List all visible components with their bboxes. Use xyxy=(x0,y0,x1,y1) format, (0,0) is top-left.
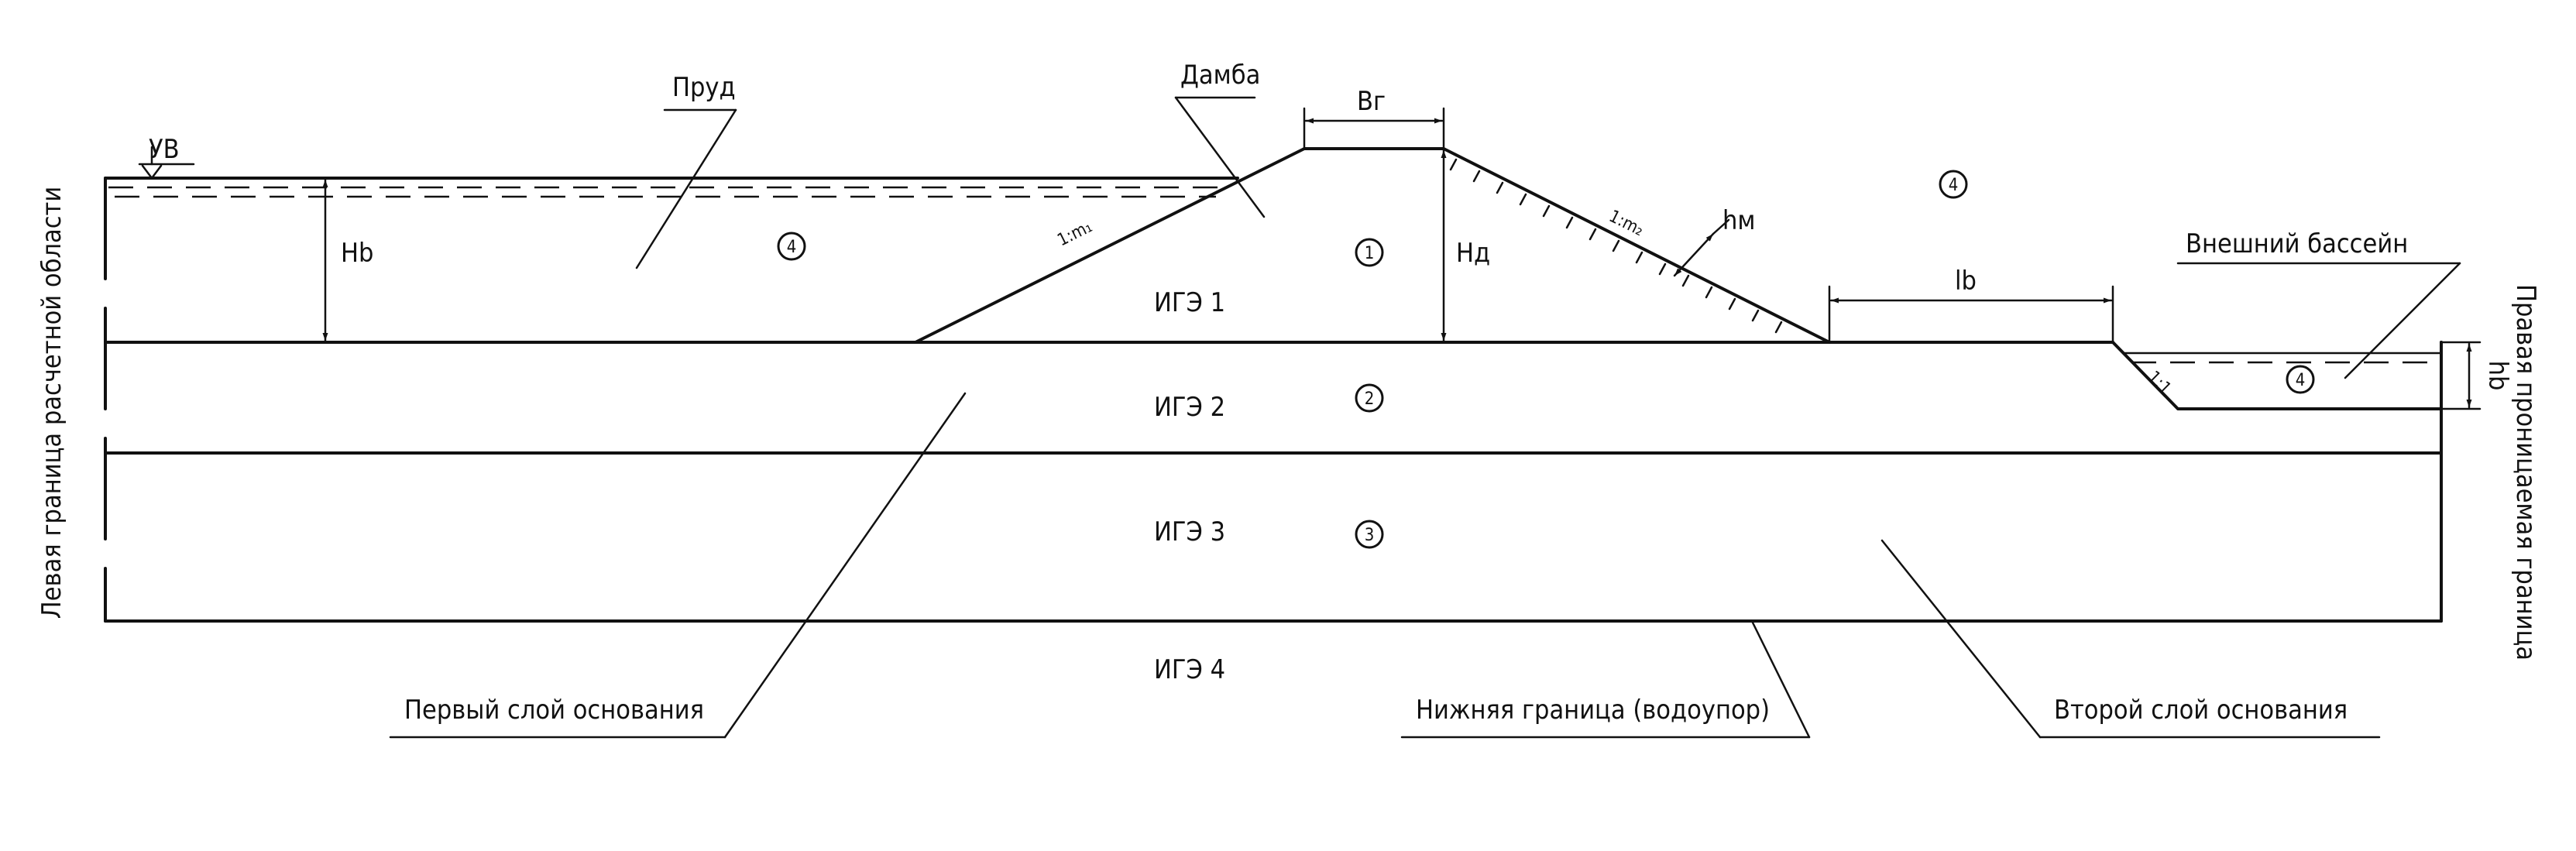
lower-boundary-callout-leader xyxy=(1750,619,1811,739)
dam-outline xyxy=(914,147,1831,344)
ige3-label: ИГЭ 3 xyxy=(1154,516,1225,547)
basin-depth-label: hb xyxy=(2482,361,2513,391)
distance-to-basin-label: lb xyxy=(1955,266,1977,297)
svg-text:2: 2 xyxy=(1365,389,1375,409)
svg-text:4: 4 xyxy=(2296,371,2306,390)
outer-basin-callout-leader xyxy=(2344,262,2461,379)
left-boundary-label: Левая граница расчетной области xyxy=(36,187,67,619)
ige1-label: ИГЭ 1 xyxy=(1154,287,1225,318)
ige2-label: ИГЭ 2 xyxy=(1154,392,1225,423)
zone-marker-2: 2 xyxy=(1355,383,1384,413)
downstream-slope-label: 1:m₂ xyxy=(1606,207,1647,240)
dam-callout-leader xyxy=(1174,96,1266,218)
first-layer-label: Первый слой основания xyxy=(404,695,704,726)
lower-boundary-label: Нижняя граница (водоупор) xyxy=(1416,695,1770,726)
basin-slope-label: 1:1 xyxy=(2144,368,2175,399)
zone-marker-4-basin: 4 xyxy=(2286,365,2315,394)
svg-text:4: 4 xyxy=(1949,176,1959,195)
outer-basin-label: Внешний бассейн xyxy=(2186,228,2408,259)
zone-marker-4-pond: 4 xyxy=(777,232,806,261)
water-level-marker xyxy=(138,146,195,180)
second-layer-label: Второй слой основания xyxy=(2054,695,2348,726)
zone-marker-1: 1 xyxy=(1355,238,1384,267)
pond-label: Пруд xyxy=(672,72,736,103)
second-layer-callout-leader xyxy=(1880,539,2042,739)
dam-label: Дамба xyxy=(1180,60,1260,91)
protect-thickness-dimension xyxy=(1673,232,1715,277)
ige4-label: ИГЭ 4 xyxy=(1154,654,1225,685)
dam-height-label: Hд xyxy=(1456,238,1490,269)
pond-callout-leader xyxy=(635,108,737,269)
upstream-slope-label: 1:m₁ xyxy=(1055,217,1096,250)
slope-protection-ticks xyxy=(1449,158,1783,334)
protect-thickness-leader xyxy=(1712,218,1730,235)
right-boundary-label: Правая проницаемая граница xyxy=(2510,284,2541,661)
protect-thickness-label: hм xyxy=(1722,205,1755,236)
svg-text:1: 1 xyxy=(1365,244,1375,263)
svg-text:3: 3 xyxy=(1365,526,1375,545)
crest-width-label: Bг xyxy=(1357,86,1386,117)
first-layer-callout-leader xyxy=(723,392,967,739)
zone-marker-3: 3 xyxy=(1355,520,1384,549)
water-level-label: УВ xyxy=(149,134,180,165)
zone-marker-4-air: 4 xyxy=(1939,170,1968,199)
pond-depth-label: Hb xyxy=(341,238,373,269)
svg-text:4: 4 xyxy=(787,238,797,257)
